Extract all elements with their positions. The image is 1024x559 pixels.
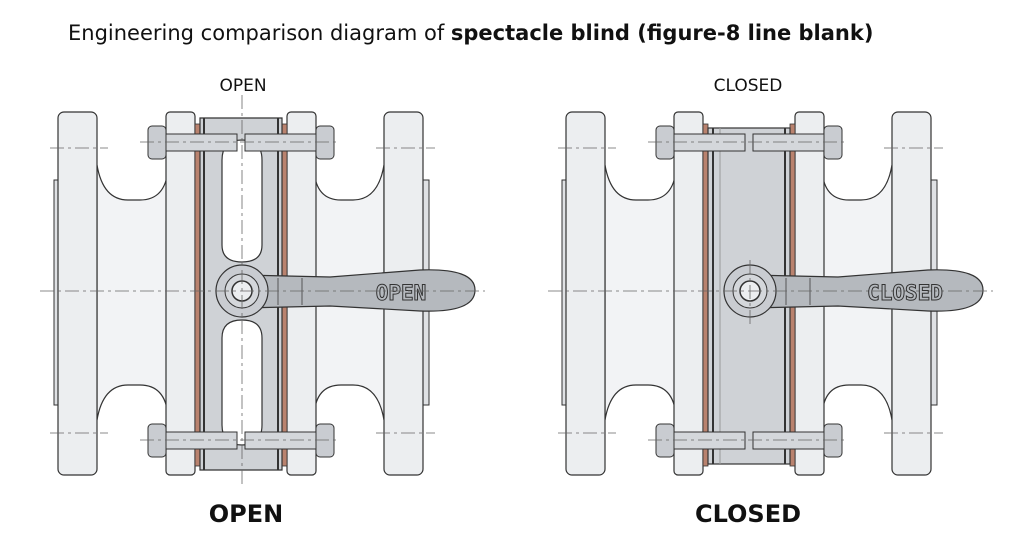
open-bottom-label: OPEN — [209, 500, 283, 528]
closed-top-label: CLOSED — [714, 76, 783, 96]
open-handle-label: OPEN — [376, 281, 427, 305]
centerlines — [40, 95, 485, 485]
diagram-title: Engineering comparison diagram of specta… — [68, 21, 873, 45]
centerlines — [548, 141, 993, 441]
open-top-label: OPEN — [219, 76, 266, 96]
closed-handle-label: CLOSED — [867, 281, 943, 305]
open-diagram: OPEN OPEN OPEN — [40, 76, 485, 528]
closed-diagram: CLOSED CLOSED CLOSED — [548, 76, 993, 528]
closed-bottom-label: CLOSED — [695, 500, 801, 528]
